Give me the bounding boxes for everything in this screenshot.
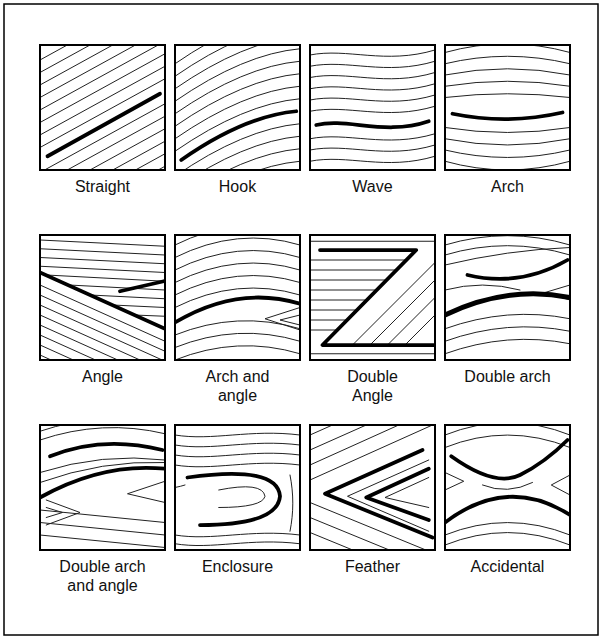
outer-frame [4,4,598,635]
accidental-pattern [445,423,570,551]
double-angle-pattern [310,235,435,360]
arch-and-angle-pattern [175,225,300,360]
pattern-label: Feather [310,557,435,576]
pattern-tile: Accidental [445,425,570,576]
arch-pattern [445,44,570,170]
pattern-tile: Double Angle [310,235,435,405]
hook-pattern [175,11,300,226]
pattern-label: Hook [175,177,300,196]
pattern-label: Straight [40,177,165,196]
wave-pattern [310,45,435,170]
pattern-label: Arch [445,177,570,196]
pattern-tile: Wave [310,45,435,196]
pattern-tile: Feather [310,425,435,576]
pattern-label: Accidental [445,557,570,576]
pattern-tile: Arch and angle [175,235,300,405]
angle-pattern [40,235,165,411]
pattern-tile: Angle [40,235,165,386]
pattern-tile: Arch [445,45,570,196]
pattern-label: Wave [310,177,435,196]
enclosure-pattern [175,425,300,550]
pattern-label: Double arch [463,367,553,386]
pattern-label: Angle [40,367,165,386]
double-arch-pattern [445,235,570,360]
pattern-tile: Double arch [445,235,570,386]
double-arch-and-angle-pattern [40,419,165,550]
pattern-label: Enclosure [175,557,300,576]
pattern-tile: Double arch and angle [40,425,165,595]
pattern-label: Double arch and angle [53,557,153,595]
straight-pattern [40,0,165,235]
pattern-tile: Hook [175,45,300,196]
pattern-label: Double Angle [338,367,408,405]
feather-pattern [310,425,435,584]
pattern-tile: Enclosure [175,425,300,576]
pattern-tile: Straight [40,45,165,196]
pattern-label: Arch and angle [198,367,278,405]
